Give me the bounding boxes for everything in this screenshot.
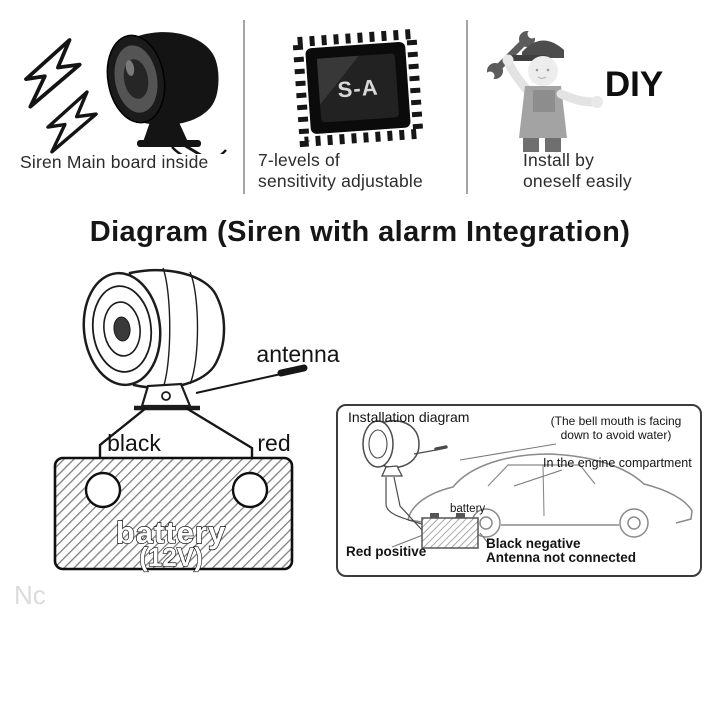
siren-bracket <box>140 382 192 408</box>
black-negative-label: Black negative <box>486 536 581 551</box>
chip-label: S-A <box>337 75 380 103</box>
antenna-not-connected-label: Antenna not connected <box>486 550 637 565</box>
inset-battery-label: battery <box>450 503 486 515</box>
battery-terminal-negative <box>84 471 122 509</box>
bell-mouth-note: (The bell mouth is facing down to avoid … <box>534 414 698 442</box>
bell-mouth-note-line2: down to avoid water) <box>560 428 672 442</box>
installation-inset: Installation diagram (The bell mouth is … <box>336 404 702 577</box>
car-outline <box>407 453 693 538</box>
page-title: Diagram (Siren with alarm Integration) <box>89 216 631 248</box>
panel-divider <box>466 20 468 194</box>
wrench-icon <box>494 38 528 72</box>
siren-horn-icon <box>106 32 227 154</box>
antenna-lead <box>195 364 308 394</box>
siren-icon <box>24 32 227 154</box>
inset-title: Installation diagram <box>348 409 470 425</box>
worker-head <box>528 56 558 86</box>
siren-illustration <box>82 267 226 411</box>
bell-mouth-note-line1: (The bell mouth is facing <box>550 414 682 428</box>
red-wire-label: red <box>257 430 290 456</box>
panel-divider <box>243 20 245 194</box>
inset-siren <box>362 420 448 531</box>
cap-icon <box>522 40 564 58</box>
red-positive-label: Red positive <box>346 544 427 559</box>
caption-diy-line1: Install by <box>523 150 595 170</box>
engine-compartment-note: In the engine compartment <box>543 456 692 470</box>
antenna-stub-icon <box>277 364 308 377</box>
feature-caption-diy: Install by oneself easily <box>523 150 632 192</box>
caption-diy-line2: oneself easily <box>523 171 632 191</box>
diy-worker-icon: DIY <box>485 29 663 152</box>
installation-inset-drawing <box>362 420 693 549</box>
diy-label: DIY <box>605 65 663 104</box>
chip-body: S-A <box>292 28 424 148</box>
wiring-diagram: antenna black red battery (12V) <box>53 267 340 573</box>
battery-label: battery <box>116 515 226 550</box>
caption-sensitivity-line2: sensitivity adjustable <box>258 171 423 191</box>
antenna-label: antenna <box>256 341 339 367</box>
battery-voltage-label: (12V) <box>139 542 203 572</box>
sensitivity-chip-icon: S-A <box>292 28 424 148</box>
caption-sensitivity-line1: 7-levels of <box>258 150 340 170</box>
feature-caption-siren: Siren Main board inside <box>20 152 209 172</box>
inset-antenna-stub-icon <box>434 445 448 451</box>
battery-terminal-positive <box>231 471 269 509</box>
battery-illustration: battery (12V) <box>53 456 294 573</box>
worker <box>485 29 603 152</box>
inset-battery <box>421 513 479 549</box>
lightning-bolts-icon <box>24 38 98 154</box>
feature-caption-sensitivity: 7-levels of sensitivity adjustable <box>258 150 423 192</box>
black-wire-label: black <box>107 430 161 456</box>
watermark: Nc <box>14 580 46 610</box>
